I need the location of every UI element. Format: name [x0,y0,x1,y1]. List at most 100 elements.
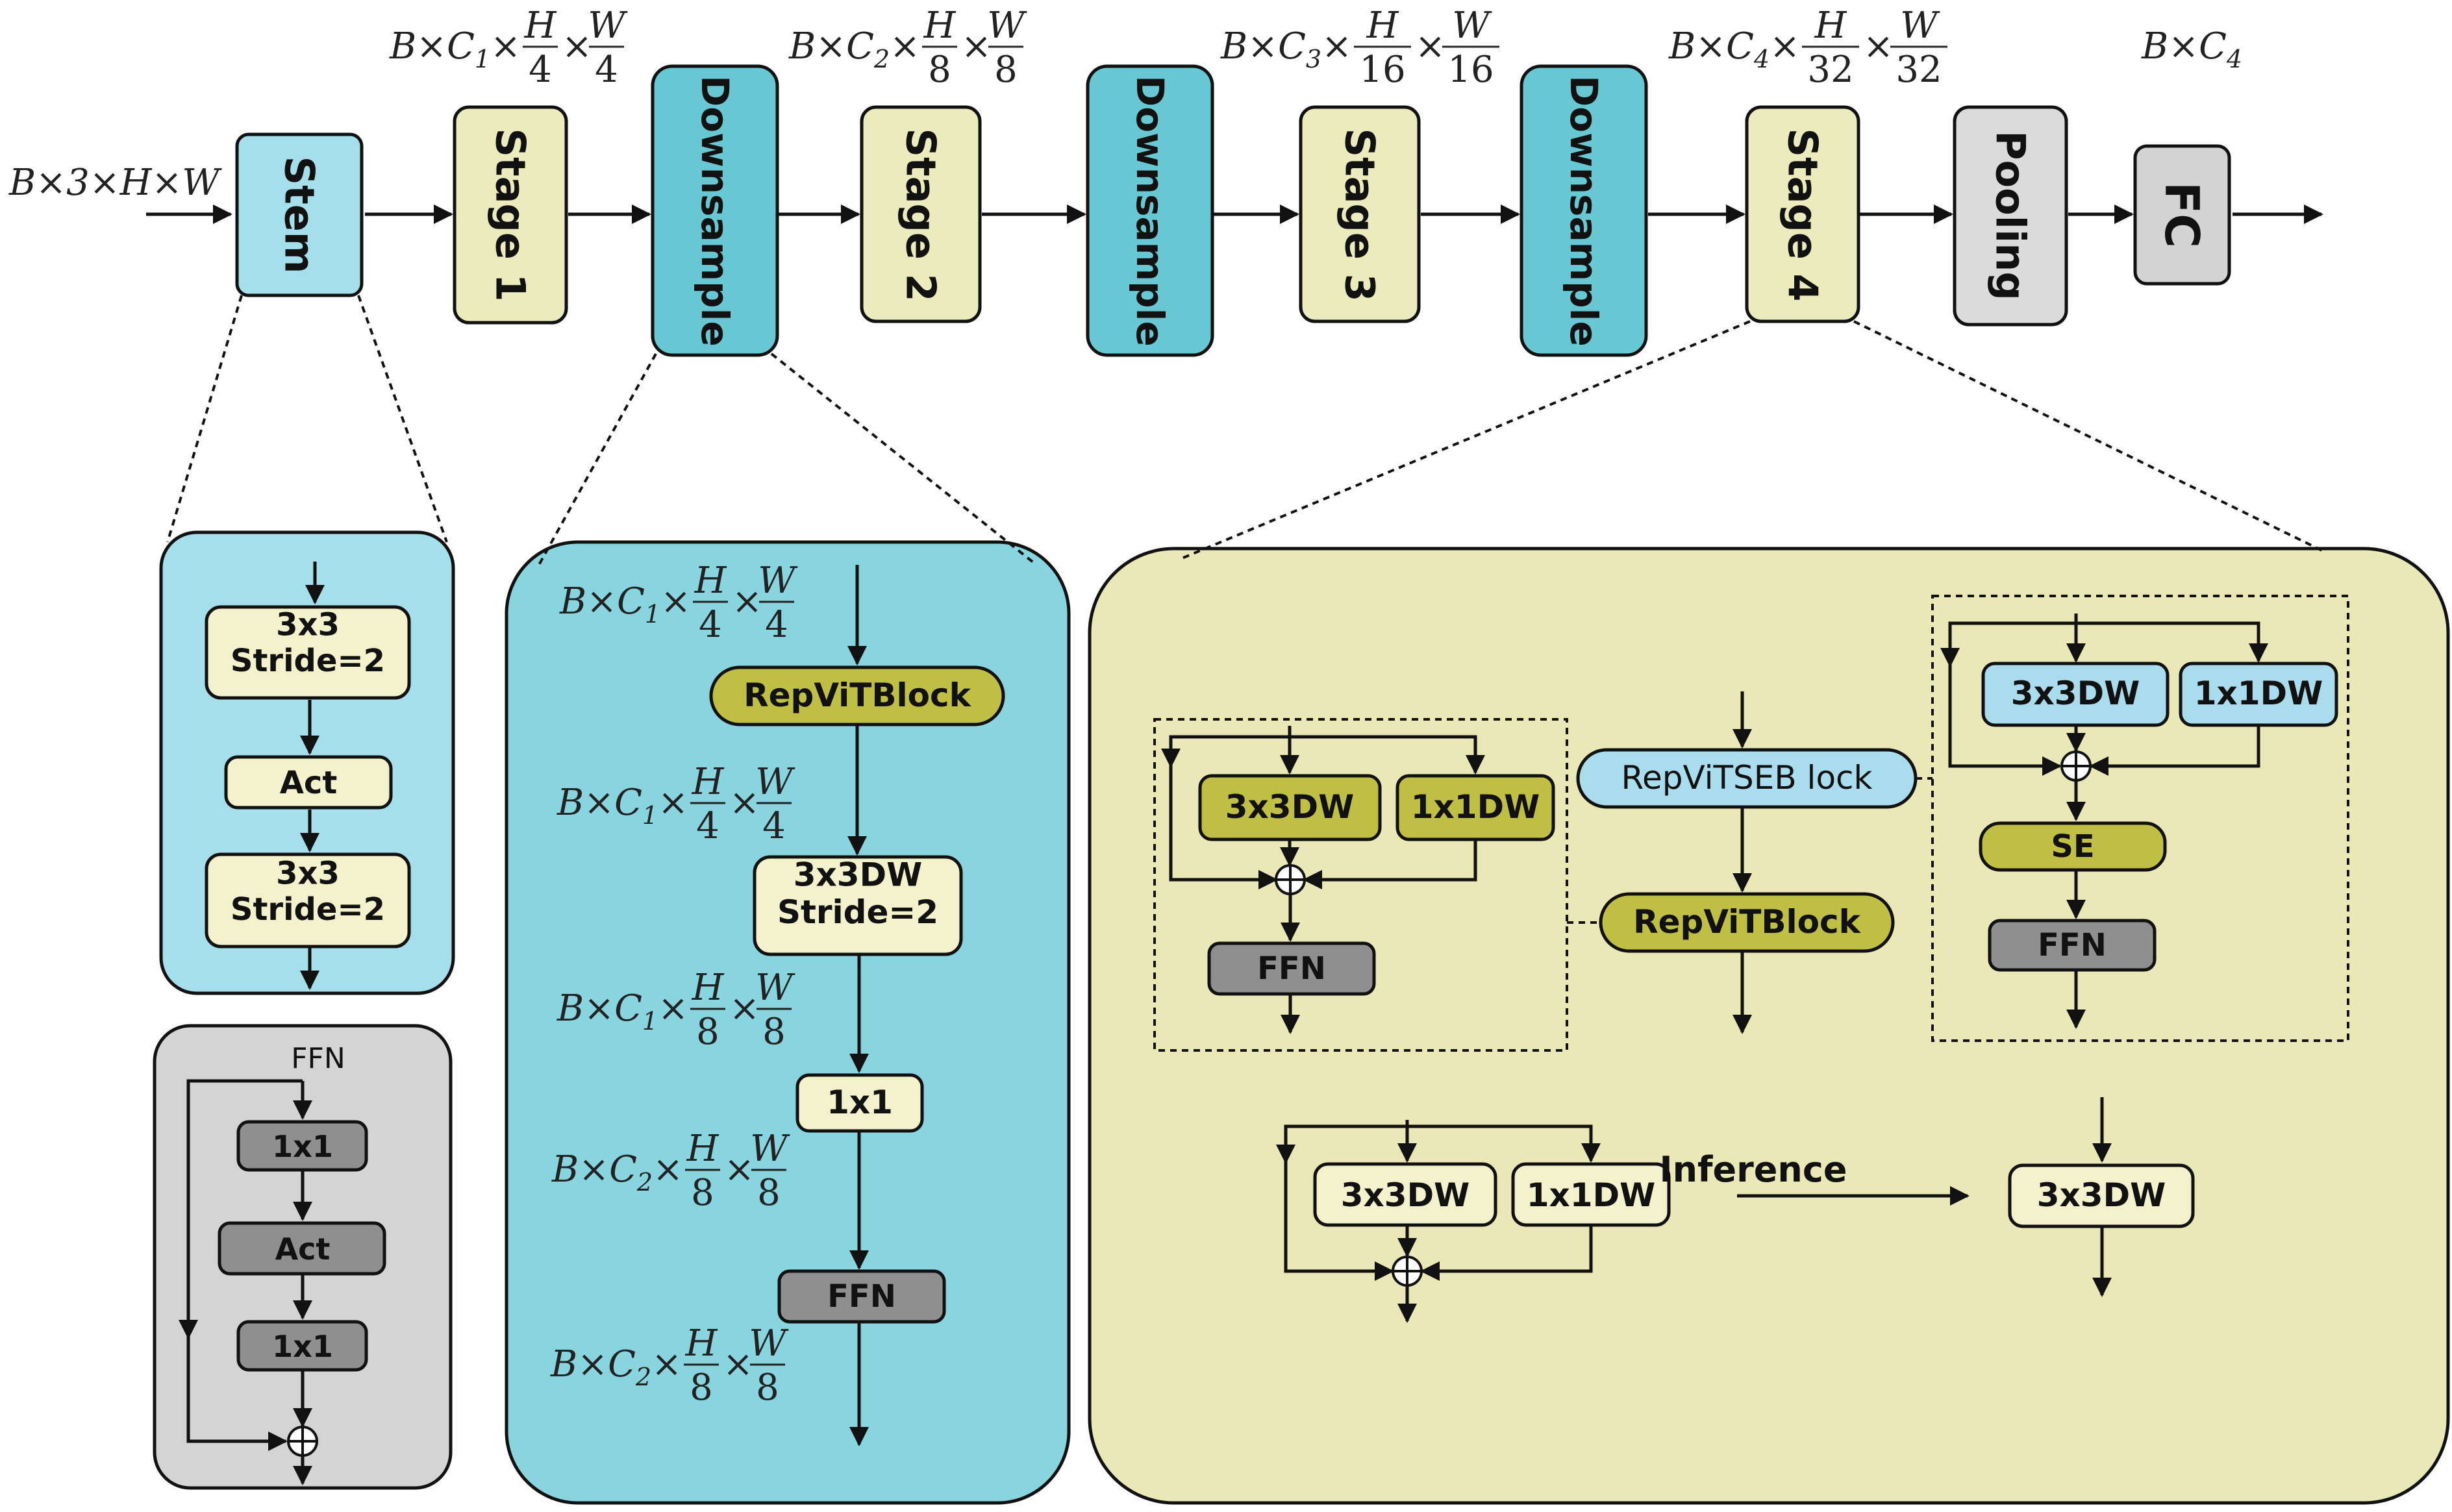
svg-text:1x1: 1x1 [827,1084,893,1121]
ds-dims-2: B×C1×H4×W4 [557,761,795,847]
svg-text:1x1DW: 1x1DW [2194,675,2323,712]
stage4-zoom-line-right [1853,320,2325,553]
svg-text:8: 8 [757,1172,781,1214]
dims-stage1: B×C1×H4×W4 [389,5,628,91]
fc-block: FC [2133,144,2231,286]
svg-text:RepViTBlock: RepViTBlock [1633,903,1862,941]
svg-text:B×C4×: B×C4× [1668,25,1800,73]
svg-text:16: 16 [1359,49,1405,91]
svg-text:4: 4 [696,805,719,847]
svg-text:16: 16 [1447,49,1494,91]
svg-text:Stage 1: Stage 1 [487,128,534,301]
svg-text:3x3DW: 3x3DW [2011,675,2140,712]
ds-dims-4: B×C2×H8×W8 [551,1128,790,1214]
stage4-block: Stage 4 [1745,105,1860,323]
svg-text:W: W [758,560,798,602]
right-repvitseb-block-detail [1931,595,2349,1042]
left-1x1dw-block: 1x1DW [1395,774,1555,841]
ds-dims-3: B×C1×H8×W8 [557,967,795,1053]
svg-text:H: H [524,5,557,47]
downsample1-block: Downsample [651,64,779,357]
svg-text:B×C1×: B×C1× [389,25,521,73]
downsample-zoom-line-left [538,353,657,565]
svg-text:H: H [1814,5,1847,47]
svg-text:FC: FC [2155,182,2209,248]
svg-text:Stage 4: Stage 4 [1779,128,1827,301]
ffn-detail: FFN 1x1 Act 1x1 [179,1042,386,1485]
left-3x3dw-block: 3x3DW [1198,774,1382,841]
svg-text:4: 4 [762,805,786,847]
svg-text:8: 8 [690,1367,713,1409]
downsample-detail-panel [505,540,1071,1505]
stage2-block: Stage 2 [860,105,982,323]
ffn-act-block: Act [218,1221,386,1276]
svg-text:×: × [723,1343,753,1385]
ds-dims-1: B×C1×H4×W4 [559,560,798,646]
svg-text:H: H [694,560,727,602]
svg-text:8: 8 [691,1172,714,1214]
svg-text:H: H [686,1128,719,1170]
repvit-block: RepViTBlock [1599,892,1895,953]
input-dims-label: B×3×H×W [8,162,222,204]
svg-text:H: H [1366,5,1399,47]
svg-text:×: × [1415,25,1445,68]
left-ffn-block: FFN [1207,941,1376,996]
ds-ffn-block: FFN [777,1269,946,1324]
ds-dims-5: B×C2×H8×W8 [550,1322,789,1409]
svg-text:×: × [961,25,992,68]
svg-text:RepViTBlock: RepViTBlock [744,676,972,714]
right-1x1dw-block: 1x1DW [2179,662,2338,727]
svg-text:W: W [750,1128,790,1170]
svg-text:B×C1×: B×C1× [557,987,688,1035]
right-3x3dw-block: 3x3DW [1981,662,2170,727]
stem-zoom-line-left [166,295,243,543]
stage-detail: 3x3DW 1x1DW FFN RepViTSEB lock RepViTBlo… [1153,595,2349,1323]
svg-text:8: 8 [762,1011,786,1053]
svg-text:B×C1×: B×C1× [559,580,691,628]
svg-text:H: H [923,5,957,47]
svg-text:Act: Act [275,1232,331,1267]
svg-text:B×C2×: B×C2× [551,1148,683,1196]
svg-text:Act: Act [280,765,338,801]
svg-text:Downsample: Downsample [693,75,737,347]
svg-text:8: 8 [756,1367,779,1409]
svg-text:W: W [588,5,628,47]
right-add-icon [2060,750,2092,782]
left-add-icon [1275,864,1306,895]
svg-text:32: 32 [1807,49,1853,91]
stem-zoom-line-right [357,295,448,543]
svg-text:3x3DW: 3x3DW [2037,1176,2166,1214]
repvitseb-block: RepViTSEB lock [1576,748,1918,809]
svg-text:×: × [729,987,760,1030]
ds-repvit-block: RepViTBlock [709,665,1005,726]
right-se-block: SE [1979,821,2167,872]
svg-text:W: W [987,5,1027,47]
dims-stage3: B×C3×H16×W16 [1220,5,1499,91]
svg-text:W: W [1900,5,1940,47]
stem-block: Stem [235,132,364,297]
svg-text:B×C4: B×C4 [2141,25,2242,73]
svg-text:4: 4 [595,49,618,91]
svg-text:32: 32 [1895,49,1942,91]
reparam-add-icon [1392,1256,1423,1287]
stage1-block: Stage 1 [453,105,568,325]
stage3-block: Stage 3 [1299,105,1421,323]
svg-text:1x1DW: 1x1DW [1527,1176,1656,1214]
downsample-zoom-line-right [770,353,1038,566]
downsample3-block: Downsample [1520,64,1648,357]
inference-3x3dw-block: 3x3DW [2008,1163,2195,1228]
svg-text:Downsample: Downsample [1128,75,1172,347]
svg-text:4: 4 [699,604,722,646]
svg-text:B×C2×: B×C2× [550,1343,682,1391]
svg-text:4: 4 [765,604,788,646]
svg-text:8: 8 [696,1011,719,1053]
stem-act-block: Act [224,755,393,810]
